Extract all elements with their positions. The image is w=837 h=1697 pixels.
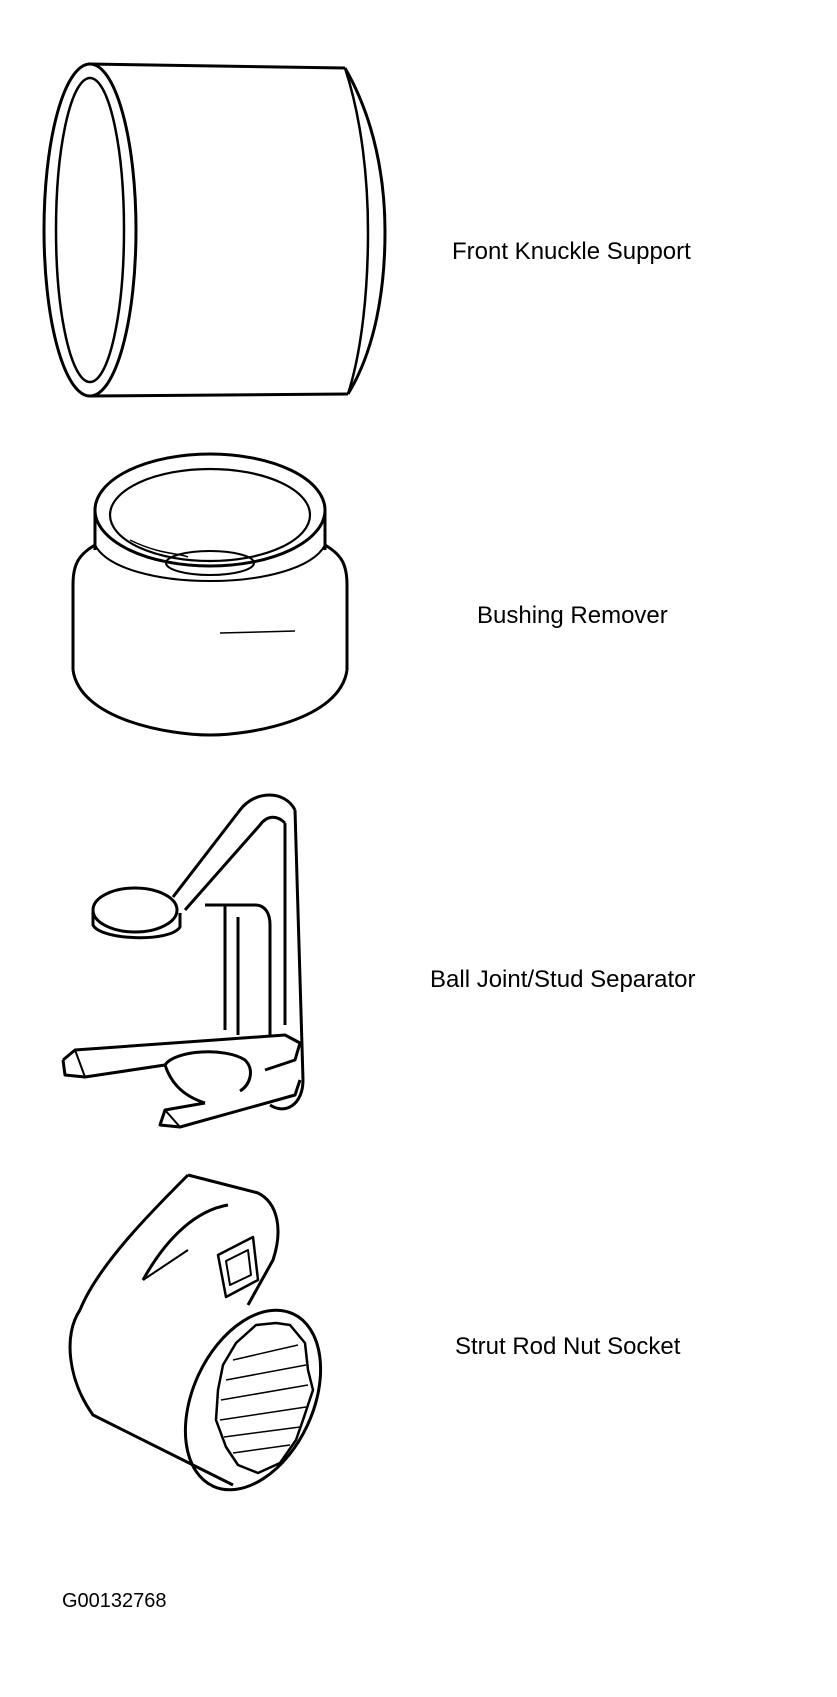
strut-rod-nut-socket-drawing xyxy=(58,1175,328,1505)
stepped-cup-icon xyxy=(70,445,350,750)
strut-rod-nut-socket-label: Strut Rod Nut Socket xyxy=(455,1333,681,1360)
bushing-remover-drawing xyxy=(70,445,350,750)
fork-separator-icon xyxy=(55,785,325,1125)
offset-socket-icon xyxy=(58,1175,328,1505)
sleeve-cylinder-icon xyxy=(40,60,400,430)
front-knuckle-support-label: Front Knuckle Support xyxy=(452,238,691,265)
bushing-remover-label: Bushing Remover xyxy=(477,602,668,629)
ball-joint-stud-separator-drawing xyxy=(55,785,325,1125)
ball-joint-stud-separator-label: Ball Joint/Stud Separator xyxy=(430,966,696,993)
front-knuckle-support-drawing xyxy=(40,60,400,430)
figure-id: G00132768 xyxy=(62,1590,167,1612)
